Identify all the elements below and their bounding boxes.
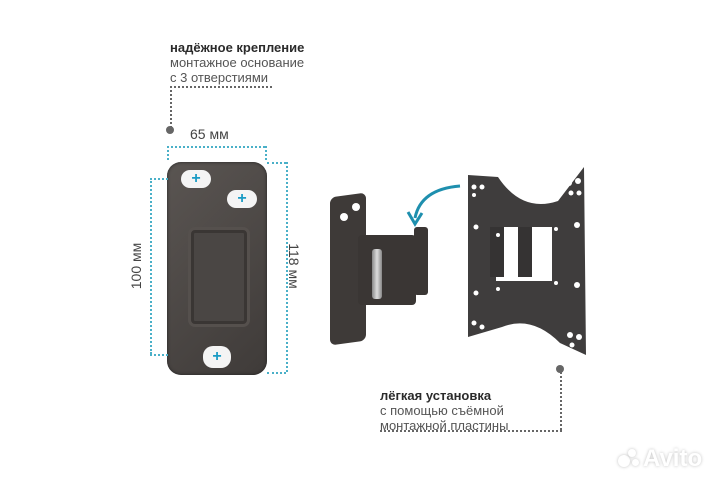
- tilt-bracket: [330, 192, 430, 346]
- avito-watermark: Avito: [618, 445, 702, 473]
- vesa-tv-plate: [462, 165, 594, 355]
- hole-spacing-dimension-line: [150, 178, 152, 354]
- bracket-hole: [340, 213, 348, 221]
- avito-logo-icon: [618, 449, 640, 469]
- avito-brand-text: Avito: [643, 445, 703, 472]
- bracket-arm: [358, 235, 416, 305]
- hole-spacing-dimension-label: 100 мм: [128, 242, 144, 290]
- hole-spacing-top-tick: [150, 178, 168, 180]
- top-callout: надёжное крепление монтажное основание с…: [170, 40, 304, 85]
- top-callout-leader-h: [170, 86, 272, 88]
- bracket-pivot-cylinder: [372, 249, 382, 299]
- top-callout-line2: с 3 отверстиями: [170, 70, 269, 85]
- vesa-plate-shape: [468, 167, 586, 355]
- height-dimension-label: 118 мм: [286, 243, 302, 289]
- plus-icon: +: [237, 190, 247, 207]
- bottom-callout-leader-v: [560, 372, 562, 430]
- bracket-tab: [414, 227, 428, 295]
- width-dimension-line: [167, 146, 265, 148]
- plus-icon: +: [191, 170, 201, 187]
- top-callout-dot: [166, 126, 174, 134]
- mounting-slot-top-right: +: [227, 190, 257, 208]
- bottom-callout: лёгкая установка с помощью съёмной монта…: [380, 388, 508, 433]
- bottom-callout-line2: монтажной пластины: [380, 418, 509, 433]
- hook-bracket: [191, 230, 247, 324]
- height-dimension-line: [286, 162, 288, 372]
- top-callout-leader-v: [170, 86, 172, 128]
- width-dimension-right-tick: [265, 146, 267, 160]
- mounting-slot-bottom: +: [203, 346, 231, 368]
- height-dimension-bottom-tick: [267, 372, 286, 374]
- mounting-slot-top-left: +: [181, 170, 211, 188]
- curved-arrow-icon: [406, 184, 461, 227]
- hole-spacing-bottom-tick: [150, 354, 168, 356]
- bottom-callout-leader-h: [380, 430, 562, 432]
- wall-base-plate: + + +: [167, 162, 267, 375]
- bottom-callout-line1: с помощью съёмной: [380, 403, 504, 418]
- top-callout-line1: монтажное основание: [170, 55, 305, 70]
- bottom-callout-title: лёгкая установка: [380, 388, 492, 403]
- bottom-callout-dot: [556, 365, 564, 373]
- bracket-hole: [352, 203, 360, 211]
- width-dimension-left-tick: [167, 146, 169, 160]
- top-callout-title: надёжное крепление: [170, 40, 305, 55]
- height-dimension-top-tick: [267, 162, 286, 164]
- width-dimension-label: 65 мм: [190, 126, 229, 142]
- plus-icon: +: [212, 348, 222, 365]
